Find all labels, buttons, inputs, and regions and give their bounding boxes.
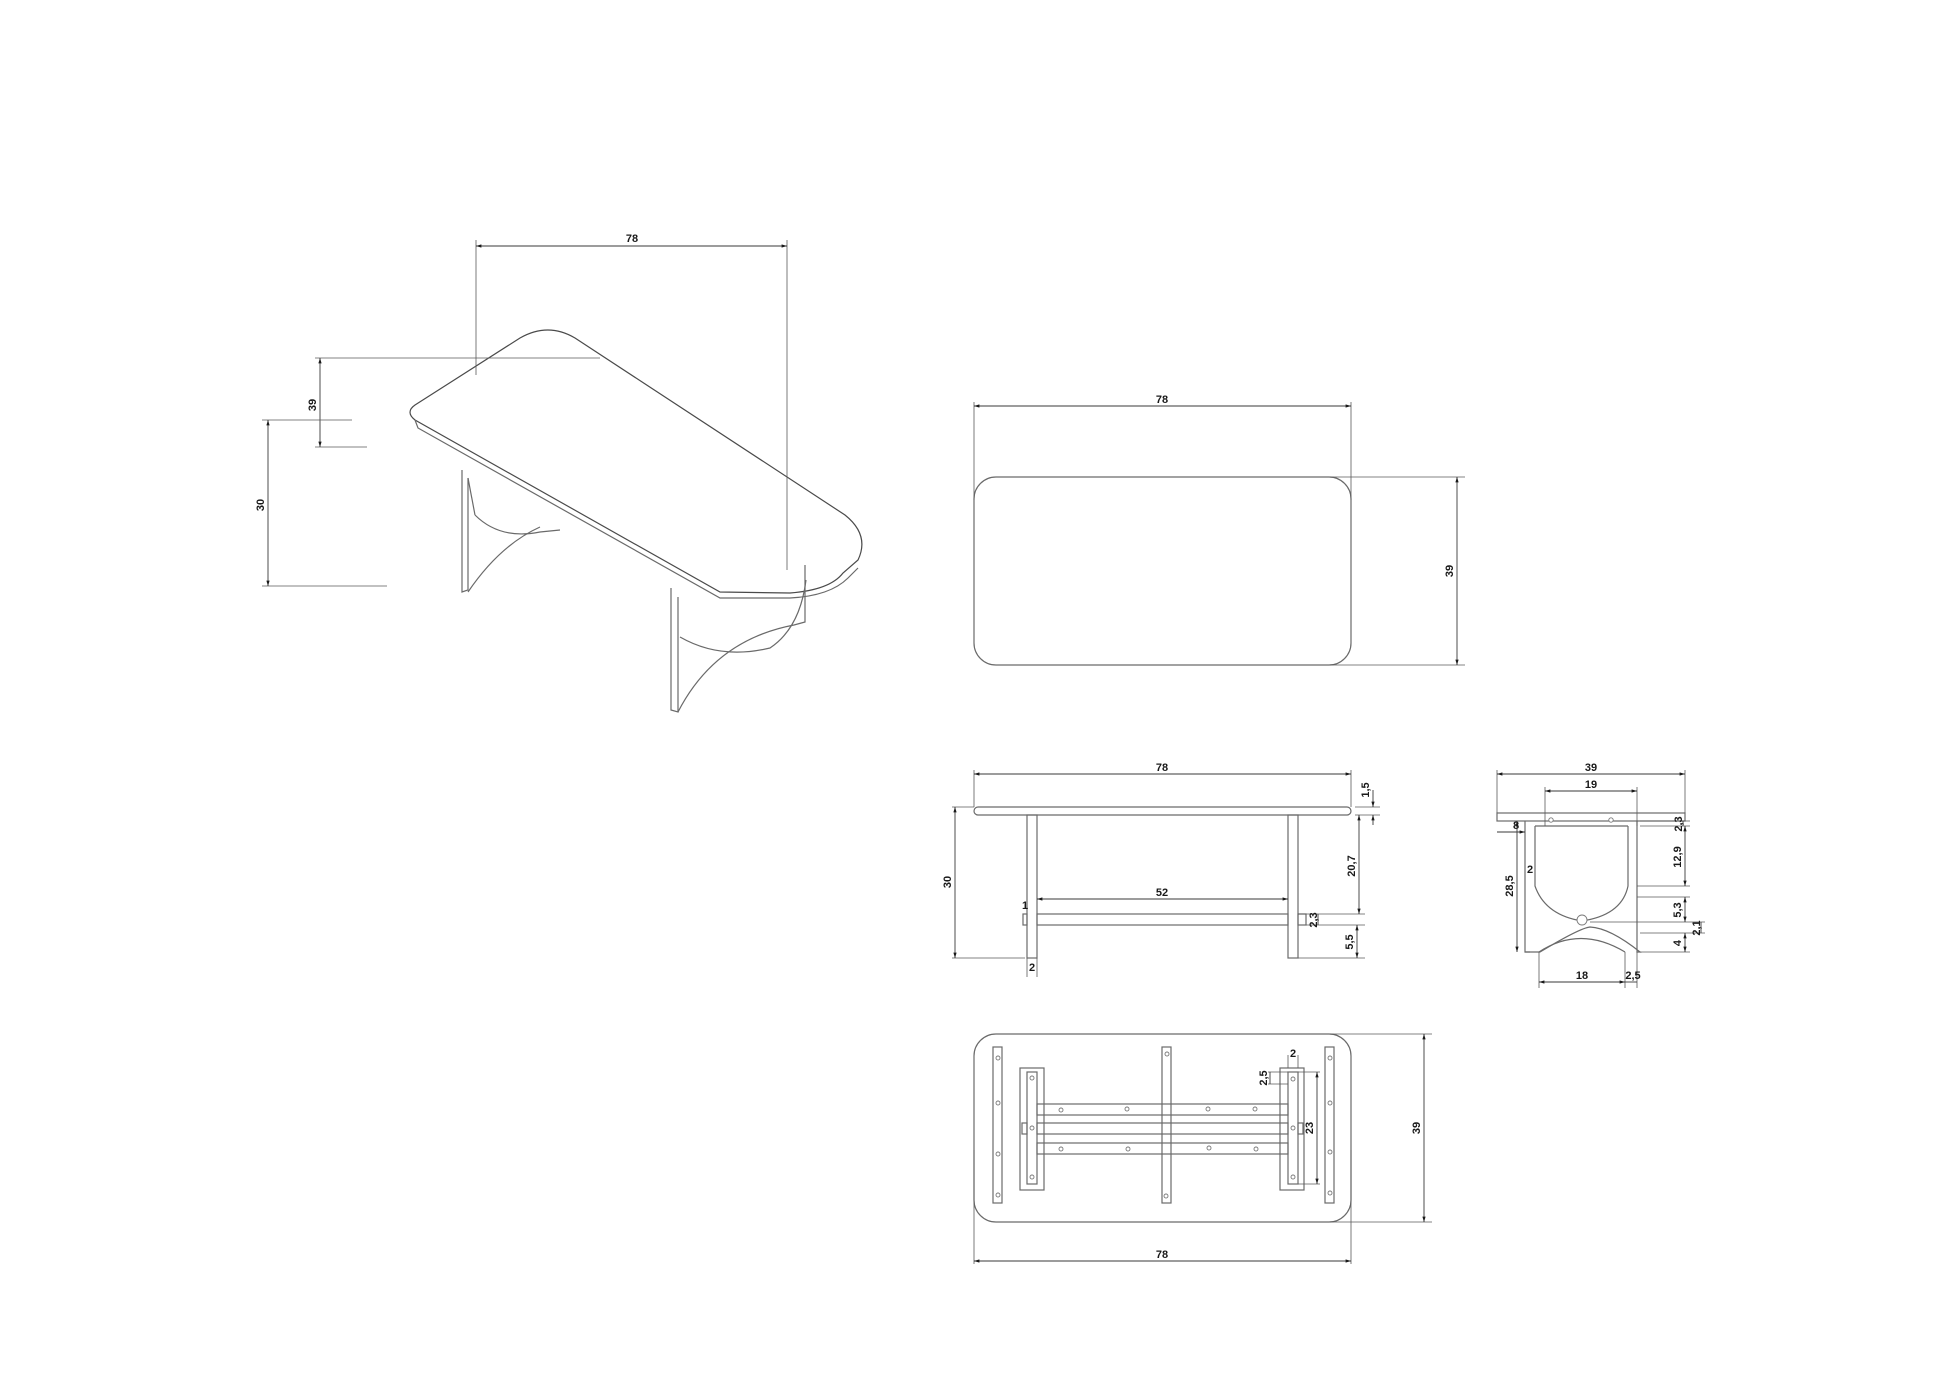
side-depth-label: 39 xyxy=(1585,762,1597,774)
bottom-leg-spacing-label: 23 xyxy=(1304,1122,1316,1134)
front-top-thickness-label: 1,5 xyxy=(1360,782,1372,797)
side-foot-arch-label: 4 xyxy=(1672,939,1684,946)
bottom-depth-label: 39 xyxy=(1411,1122,1423,1134)
top-length-label: 78 xyxy=(1156,394,1168,406)
side-foot-edge-label: 2,5 xyxy=(1625,970,1640,982)
side-elevation: 39 19 8 28,5 2 2,3 12,9 5,3 2,1 4 xyxy=(1496,762,1705,988)
bottom-view: 2 2,5 23 39 78 xyxy=(973,1033,1432,1264)
side-hole-dia-label: 2,1 xyxy=(1691,920,1703,935)
side-foot-span-label: 18 xyxy=(1576,970,1588,982)
iso-depth-label: 39 xyxy=(307,399,319,411)
isometric-view: 78 39 30 xyxy=(255,233,863,713)
side-top-rail-label: 2,3 xyxy=(1673,816,1685,831)
screw-holes xyxy=(995,1051,1333,1199)
side-inner-width-label: 19 xyxy=(1585,779,1597,791)
front-length-label: 78 xyxy=(1156,762,1168,774)
front-height-label: 30 xyxy=(942,876,954,888)
bottom-batten-width-label: 2 xyxy=(1290,1048,1296,1060)
front-leg-width-label: 2 xyxy=(1029,962,1035,974)
bottom-cleat-label: 2,5 xyxy=(1258,1070,1270,1085)
side-arch-straight-label: 12,9 xyxy=(1672,846,1684,867)
iso-height-label: 30 xyxy=(255,499,267,511)
side-leg-height-label: 28,5 xyxy=(1504,875,1516,896)
front-leg-to-stretcher-label: 20,7 xyxy=(1346,855,1358,876)
top-depth-label: 39 xyxy=(1444,565,1456,577)
bottom-length-label: 78 xyxy=(1156,1249,1168,1261)
front-elevation: 78 1,5 30 52 1 20,7 2,3 5,5 2 xyxy=(942,762,1380,977)
side-offset-label: 8 xyxy=(1513,820,1519,832)
top-view: 78 39 xyxy=(973,394,1465,666)
front-stretcher-clearance-label: 5,5 xyxy=(1344,934,1356,949)
side-panel-thickness-label: 2 xyxy=(1527,864,1533,876)
iso-length-label: 78 xyxy=(626,233,638,245)
front-stretcher-span-label: 52 xyxy=(1156,887,1168,899)
front-tab-label: 1 xyxy=(1022,900,1028,912)
side-arch-rise-label: 5,3 xyxy=(1672,902,1684,917)
front-stretcher-height-label: 2,3 xyxy=(1308,912,1320,927)
